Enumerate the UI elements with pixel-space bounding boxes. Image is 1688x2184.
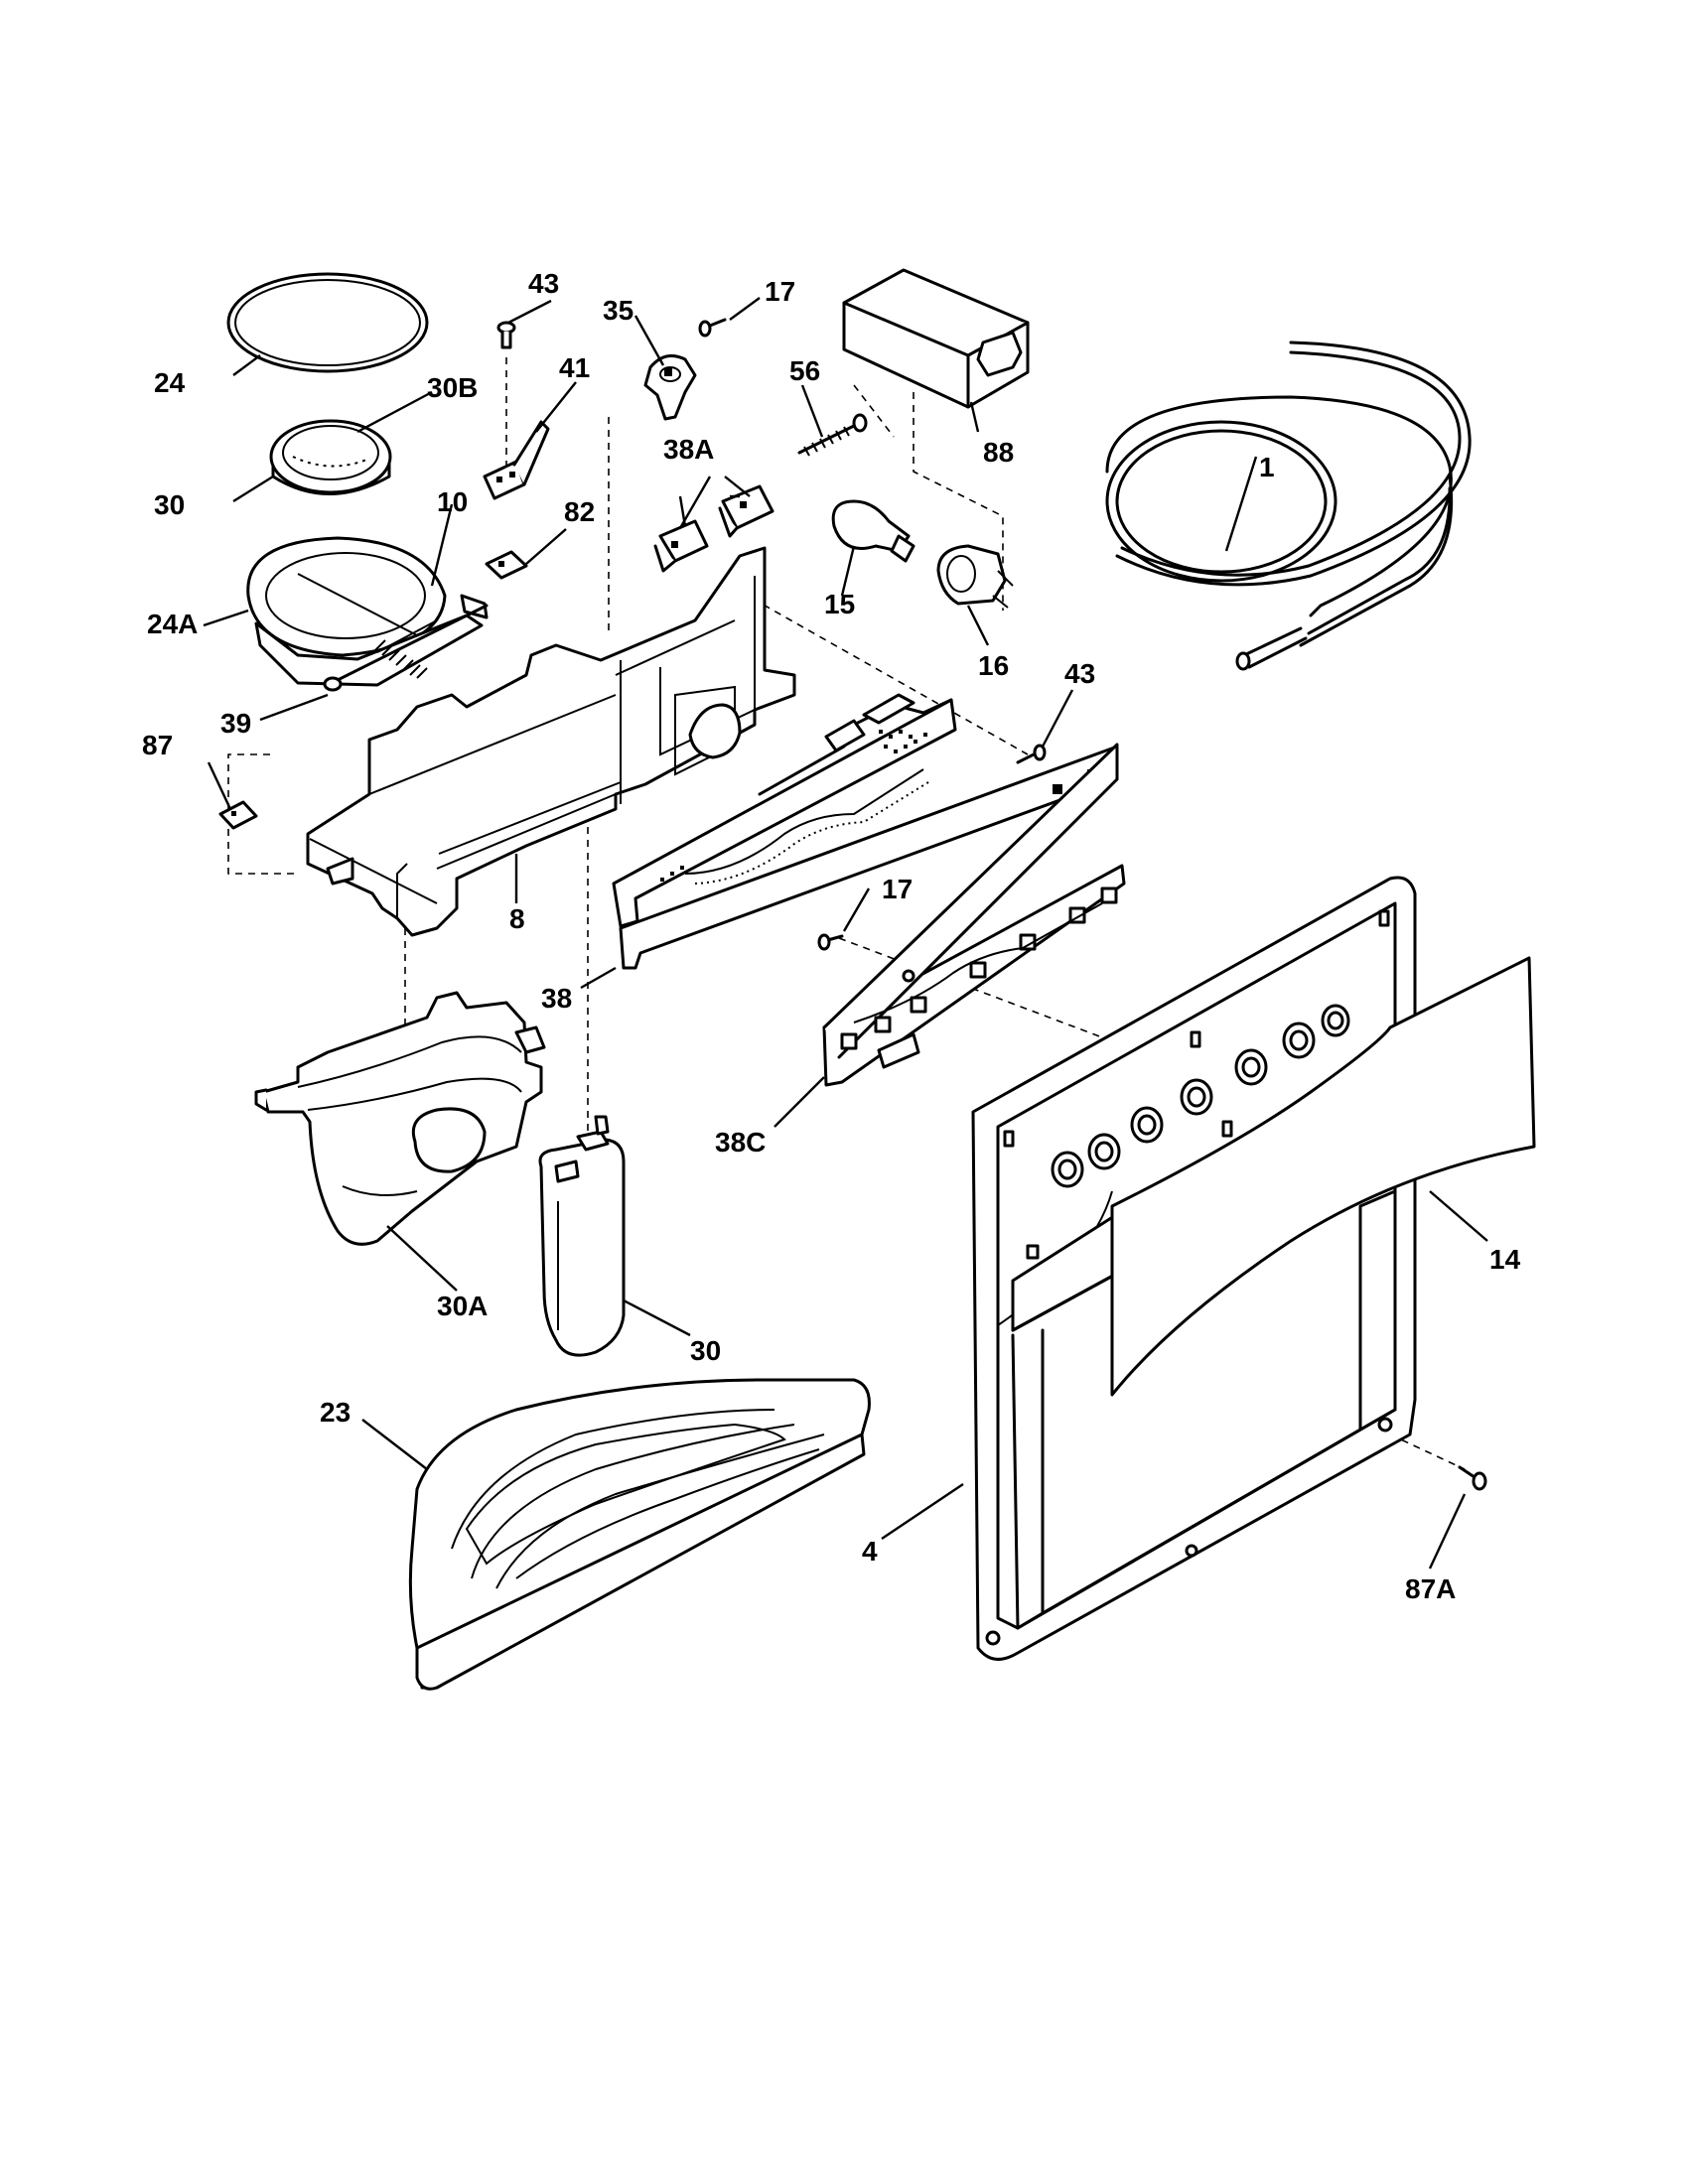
part-38c-switch-board xyxy=(822,743,1126,1087)
part-30-mounting-bracket xyxy=(246,536,489,687)
part-38-control-board xyxy=(612,693,957,928)
callout-17-middle: 17 xyxy=(882,874,913,904)
part-1-coiled-tubing xyxy=(1105,341,1472,671)
callout-87: 82 xyxy=(564,496,595,527)
callout-24a: 30A xyxy=(437,1291,488,1321)
callout-43-right: 43 xyxy=(1064,658,1095,689)
part-24a-ice-chute xyxy=(254,991,546,1246)
part-15-light-bulb xyxy=(831,499,915,563)
part-56-long-screw xyxy=(797,413,868,457)
callout-88: 88 xyxy=(983,437,1014,468)
callout-35: 35 xyxy=(603,295,633,326)
panel-buttons xyxy=(1051,1004,1350,1188)
part-14-overlay-decal xyxy=(1110,956,1536,1397)
part-24-ice-flap xyxy=(538,1115,626,1357)
callout-30a: 30 xyxy=(154,489,185,520)
leader-lines xyxy=(203,297,1488,1570)
callout-labels: 24 30B 30 10 24A 39 87 43 41 82 35 17 56… xyxy=(142,268,1521,1604)
callout-30: 24A xyxy=(147,609,198,639)
callout-38c: 38C xyxy=(715,1127,766,1158)
callout-41: 41 xyxy=(559,352,590,383)
callout-23: 23 xyxy=(320,1397,351,1428)
callout-56: 56 xyxy=(789,355,820,386)
part-17-screw-middle xyxy=(817,933,844,951)
callout-39: 39 xyxy=(220,708,251,739)
callout-1: 1 xyxy=(1259,452,1275,482)
callout-8: 8 xyxy=(509,903,525,934)
part-43-screw-right xyxy=(1016,744,1047,764)
part-23-drip-tray xyxy=(408,1378,871,1691)
callout-38: 38 xyxy=(541,983,572,1014)
callout-16: 16 xyxy=(978,650,1009,681)
part-10-spring xyxy=(374,619,438,679)
part-39-pivot-pin xyxy=(323,604,489,692)
callout-30c: 24 xyxy=(154,367,186,398)
callout-38a: 38A xyxy=(663,434,714,465)
part-8-dispenser-housing xyxy=(306,546,796,937)
part-43-screw-top xyxy=(496,321,516,349)
callout-4: 4 xyxy=(862,1536,878,1567)
callout-15: 15 xyxy=(824,589,855,619)
part-35-actuator xyxy=(643,353,697,421)
part-82-screw xyxy=(1458,1465,1487,1491)
callout-82: 87A xyxy=(1405,1573,1456,1604)
part-30a-lens-cap xyxy=(269,419,392,495)
part-17-screw-top xyxy=(698,318,727,338)
part-87a-small-plate xyxy=(218,800,258,830)
part-88-module-box xyxy=(842,268,1030,409)
callout-17-top: 17 xyxy=(765,276,795,307)
part-30c-gasket-ring xyxy=(226,272,429,373)
callout-87a: 87 xyxy=(142,730,173,760)
part-41-clip xyxy=(483,420,550,500)
callout-43-top: 43 xyxy=(528,268,559,299)
part-87-small-plate xyxy=(485,550,528,580)
callout-24: 30 xyxy=(690,1335,721,1366)
callout-30b: 30B xyxy=(427,372,478,403)
callout-14: 14 xyxy=(1489,1244,1521,1275)
callout-10: 10 xyxy=(437,486,468,517)
part-16-bulb-socket xyxy=(936,544,1014,609)
